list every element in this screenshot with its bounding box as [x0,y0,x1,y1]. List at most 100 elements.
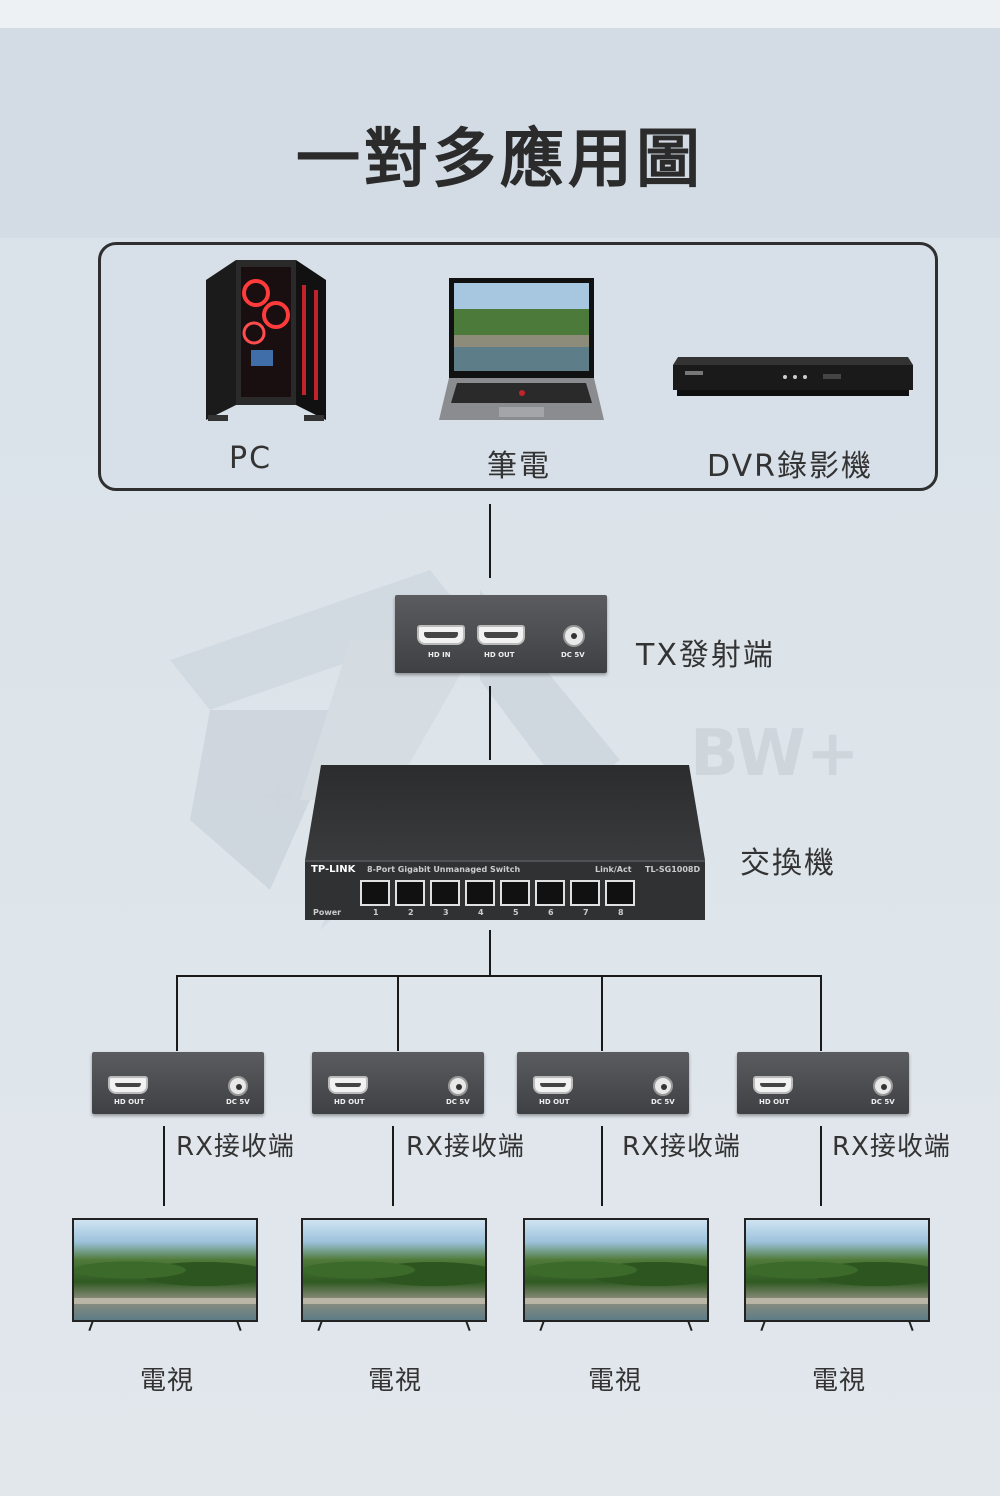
ethernet-port-icon [465,880,495,906]
tv-leg [908,1320,914,1332]
dc-jack-icon [228,1076,248,1096]
hdmi-port-icon [753,1076,793,1094]
tv-icon [72,1218,258,1332]
hdmi-port-icon [108,1076,148,1094]
rx-port-label: DC 5V [871,1098,895,1106]
connector-line [820,975,822,1051]
tx-label: TX發射端 [636,638,775,673]
switch-port-number: 4 [478,908,484,917]
rx-label: RX接收端 [406,1132,525,1162]
tv-screen [523,1218,709,1322]
ethernet-port-icon [535,880,565,906]
hdmi-port-icon [533,1076,573,1094]
switch-top [305,765,705,860]
source-label-laptop: 筆電 [487,449,551,484]
tv-icon [523,1218,709,1332]
tx-device: HD IN HD OUT DC 5V [395,595,607,673]
switch-status: Link/Act [595,865,632,874]
tv-label: 電視 [588,1366,643,1396]
tv-leg [88,1320,94,1332]
tv-leg [539,1320,545,1332]
switch-port-number: 3 [443,908,449,917]
ethernet-port-icon [395,880,425,906]
rx-port-label: HD OUT [539,1098,570,1106]
switch-port-number: 7 [583,908,589,917]
connector-line [176,975,178,1051]
tv-screen [744,1218,930,1322]
switch-power-label: Power [313,908,342,917]
connector-line [489,504,491,578]
switch-port-number: 1 [373,908,379,917]
ethernet-port-icon [500,880,530,906]
rx-port-label: HD OUT [759,1098,790,1106]
tv-leg [687,1320,693,1332]
switch-port-number: 5 [513,908,519,917]
rx-device: HD OUT DC 5V [92,1052,264,1114]
rx-device: HD OUT DC 5V [312,1052,484,1114]
switch-model: TL-SG1008D [645,865,701,874]
source-devices-box: PC 筆電 DVR錄影機 [98,242,938,491]
header-band [0,28,1000,238]
dc-jack-icon [653,1076,673,1096]
tv-label: 電視 [140,1366,195,1396]
switch-label: 交換機 [740,846,836,881]
watermark-text: BW+ [690,717,860,791]
rx-device: HD OUT DC 5V [517,1052,689,1114]
switch-port-number: 6 [548,908,554,917]
tv-icon [744,1218,930,1332]
switch-brand: TP-LINK [311,864,356,875]
source-label-dvr: DVR錄影機 [707,449,873,484]
tv-icon [301,1218,487,1332]
tv-screen [301,1218,487,1322]
hdmi-port-icon [477,625,525,645]
rx-label: RX接收端 [832,1132,951,1162]
page-title: 一對多應用圖 [296,123,704,197]
rx-port-label: HD OUT [114,1098,145,1106]
dvr-icon [673,357,913,396]
connector-line [392,1126,394,1206]
rx-port-label: HD OUT [334,1098,365,1106]
connector-line [176,975,822,977]
ethernet-port-icon [430,880,460,906]
ethernet-port-icon [605,880,635,906]
rx-port-label: DC 5V [651,1098,675,1106]
hdmi-port-icon [328,1076,368,1094]
tv-label: 電視 [368,1366,423,1396]
connector-line [489,686,491,760]
rx-label: RX接收端 [622,1132,741,1162]
tv-leg [236,1320,242,1332]
tv-leg [465,1320,471,1332]
ethernet-port-icon [570,880,600,906]
tx-port-label: DC 5V [561,651,585,659]
switch-port-number: 2 [408,908,414,917]
connector-line [163,1126,165,1206]
connector-line [489,930,491,976]
dc-jack-icon [563,625,585,647]
hdmi-port-icon [417,625,465,645]
connector-line [601,975,603,1051]
dc-jack-icon [873,1076,893,1096]
network-switch: TP-LINK 8-Port Gigabit Unmanaged Switch … [305,765,705,920]
rx-port-label: DC 5V [226,1098,250,1106]
connector-line [820,1126,822,1206]
source-label-pc: PC [229,441,273,476]
tv-label: 電視 [812,1366,867,1396]
watermark-shape [190,710,350,890]
watermark-plus: + [260,770,297,821]
ethernet-port-icon [360,880,390,906]
rx-port-label: DC 5V [446,1098,470,1106]
top-band [0,0,1000,28]
connector-line [601,1126,603,1206]
switch-front: TP-LINK 8-Port Gigabit Unmanaged Switch … [305,860,705,920]
tx-port-label: HD IN [428,651,451,659]
dc-jack-icon [448,1076,468,1096]
switch-port-number: 8 [618,908,624,917]
laptop-icon [439,278,604,420]
connector-line [397,975,399,1051]
pc-tower-icon [206,260,326,421]
tv-screen [72,1218,258,1322]
rx-device: HD OUT DC 5V [737,1052,909,1114]
switch-desc: 8-Port Gigabit Unmanaged Switch [367,865,521,874]
rx-label: RX接收端 [176,1132,295,1162]
